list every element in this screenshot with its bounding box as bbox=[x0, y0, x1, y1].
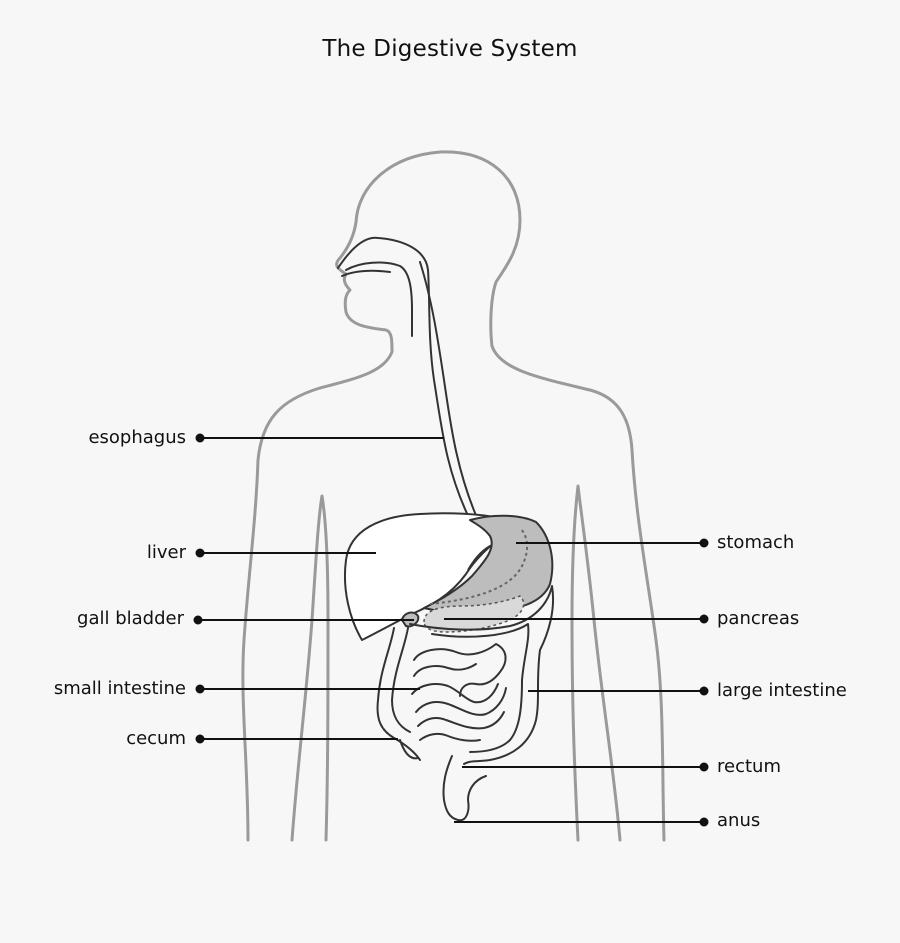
pancreas-organ bbox=[423, 595, 525, 633]
diagram-title: The Digestive System bbox=[322, 36, 578, 62]
label-cecum: cecum bbox=[126, 728, 186, 749]
esophagus-organ bbox=[337, 236, 479, 521]
label-large-intestine: large intestine bbox=[717, 680, 847, 701]
label-anus: anus bbox=[717, 810, 761, 831]
label-gall-bladder: gall bladder bbox=[77, 608, 184, 629]
liver-organ bbox=[343, 512, 510, 641]
label-small-intestine: small intestine bbox=[53, 678, 186, 699]
body-outline bbox=[241, 150, 666, 842]
large-intestine-organ bbox=[376, 585, 555, 822]
label-pancreas: pancreas bbox=[717, 608, 800, 629]
label-esophagus: esophagus bbox=[88, 427, 186, 448]
label-rectum: rectum bbox=[717, 756, 781, 777]
label-stomach: stomach bbox=[717, 532, 795, 553]
label-liver: liver bbox=[146, 542, 186, 563]
small-intestine-organ bbox=[399, 643, 507, 760]
leader-lines bbox=[193, 433, 709, 827]
